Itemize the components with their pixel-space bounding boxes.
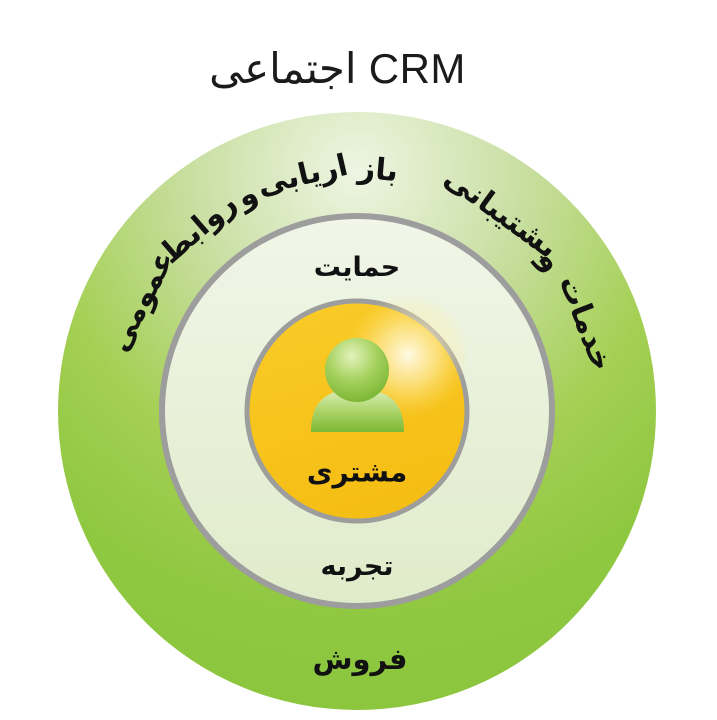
page-title: CRM اجتماعی [209,45,466,92]
middle-ring-top-label: حمایت [314,252,400,282]
curved-word: باز [355,152,400,189]
person-head [325,338,389,402]
person-body [311,389,404,432]
center-circle-label: مشتری [307,457,407,489]
outer-ring-bottom-label: فروش [312,644,407,676]
middle-ring-bottom-label: تجربه [321,551,394,582]
person-icon [311,338,404,432]
